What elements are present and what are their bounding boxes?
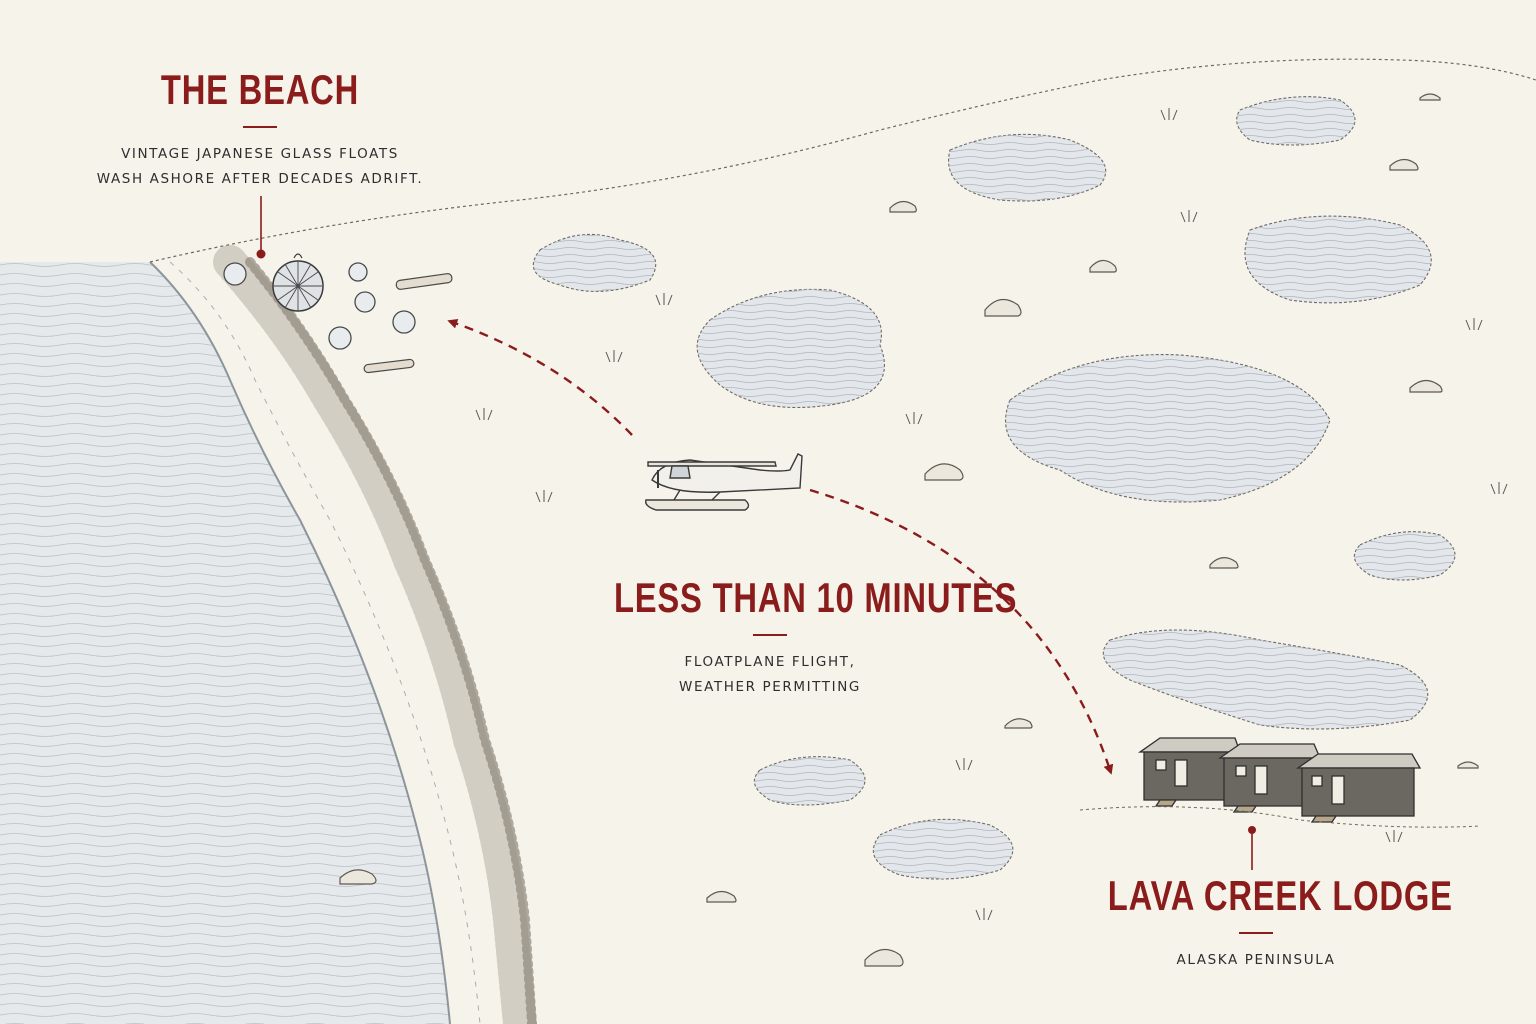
- flight-description-line2: WEATHER PERMITTING: [679, 679, 861, 695]
- pond-texture: [533, 96, 1455, 879]
- cabin-icon: [1295, 753, 1422, 823]
- boulder-icon: [706, 890, 737, 903]
- beach-label: THE BEACH VINTAGE JAPANESE GLASS FLOATS …: [60, 66, 460, 192]
- ocean-texture: [0, 262, 450, 1024]
- netted-glass-float-icon: [272, 253, 324, 312]
- lodge-title: LAVA CREEK LODGE: [1107, 872, 1453, 919]
- boulder-icon: [1089, 259, 1117, 273]
- beach-description-line2: WASH ASHORE AFTER DECADES ADRIFT.: [96, 171, 424, 187]
- flight-label: LESS THAN 10 MINUTES FLOATPLANE FLIGHT, …: [570, 574, 1018, 700]
- boulder-icon: [1004, 718, 1033, 729]
- glass-float-icon: [392, 310, 416, 334]
- cabin-icon: [1137, 737, 1241, 807]
- lodge-title-rule: [1239, 932, 1273, 934]
- pebble-strip: [213, 245, 537, 1024]
- grass-tuft-icon: [655, 293, 673, 306]
- beach-leader-dot: [256, 249, 266, 259]
- surf-line-foam: [169, 261, 481, 1024]
- surf-line: [149, 261, 451, 1024]
- grass-tuft-icon: [1160, 108, 1178, 121]
- beach-title: THE BEACH: [160, 66, 360, 113]
- driftwood-icon: [395, 273, 453, 290]
- grass-tuft-icon: [1490, 482, 1508, 495]
- boulder-icon: [339, 869, 377, 885]
- flight-description-line1: FLOATPLANE FLIGHT,: [684, 654, 856, 670]
- grass-tuft-icon: [905, 412, 923, 425]
- boulder-icon: [1419, 93, 1441, 101]
- lodge-ground: [1079, 806, 1481, 828]
- lodge-subtitle: ALASKA PENINSULA: [1176, 952, 1336, 968]
- grass-tuft-icon: [955, 758, 973, 771]
- boulder-icon: [1389, 158, 1419, 171]
- glass-float-icon: [328, 326, 352, 350]
- floatplane-icon: [645, 453, 803, 511]
- driftwood-icon: [363, 358, 415, 374]
- glass-float-icon: [223, 262, 247, 286]
- glass-float-icon: [354, 291, 376, 313]
- boulder-icon: [1409, 379, 1443, 393]
- boulder-icon: [924, 463, 964, 481]
- flight-title-rule: [753, 634, 787, 636]
- grass-tuft-icon: [975, 908, 993, 921]
- beach-title-rule: [243, 126, 277, 128]
- boulder-icon: [864, 949, 904, 967]
- beach-description-line1: VINTAGE JAPANESE GLASS FLOATS: [121, 146, 399, 162]
- boulder-icon: [1457, 761, 1479, 769]
- grass-tuft-icon: [1180, 210, 1198, 223]
- boulder-icon: [889, 200, 917, 213]
- grass-tuft-icon: [605, 350, 623, 363]
- lodge-label: LAVA CREEK LODGE ALASKA PENINSULA: [1066, 872, 1453, 973]
- grass-tuft-icon: [535, 490, 553, 503]
- boulder-icon: [984, 299, 1022, 317]
- flight-title: LESS THAN 10 MINUTES: [614, 574, 1018, 621]
- pebble-strip-inner: [245, 257, 537, 1024]
- leader-lines: [256, 196, 1256, 870]
- glass-float-icon: [348, 262, 368, 282]
- flight-arrow-to-beach: [447, 318, 633, 436]
- grass-tuft-icon: [475, 408, 493, 421]
- boulder-icon: [1209, 557, 1239, 569]
- grass-tufts: [475, 108, 1508, 921]
- ridgeline: [149, 58, 1536, 263]
- grass-tuft-icon: [1385, 830, 1403, 843]
- lodge-cabins: [1079, 737, 1481, 828]
- beach-finds: [223, 253, 453, 374]
- grass-tuft-icon: [1465, 318, 1483, 331]
- boulders: [339, 93, 1479, 967]
- flight-arrow-to-lodge: [809, 488, 1114, 775]
- lodge-leader-dot: [1248, 826, 1256, 834]
